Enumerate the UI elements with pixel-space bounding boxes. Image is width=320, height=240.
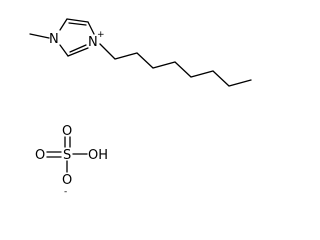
atom-o-top: O bbox=[62, 124, 72, 139]
structure-canvas: N N + O O S OH O - bbox=[29, 18, 252, 197]
ring-bond-c4-n3 bbox=[87, 21, 95, 35]
ring-bond-c5-c4 bbox=[66, 18, 89, 23]
hydrogen-sulfate-bonds bbox=[46, 136, 88, 173]
atom-s: S bbox=[63, 148, 71, 163]
ring-bond-n1-c2 bbox=[59, 44, 69, 57]
structure-drawing: N N + O O S OH O - bbox=[29, 18, 252, 197]
atom-n-methyl: N bbox=[49, 32, 59, 47]
positive-charge: + bbox=[97, 30, 105, 40]
ring-bond-c5-c4-double bbox=[68, 22, 87, 26]
atom-oh: OH bbox=[88, 148, 108, 163]
atom-o-minus: O bbox=[62, 173, 72, 188]
ring-bond-n1-c5 bbox=[59, 18, 68, 31]
methyl-bond bbox=[29, 33, 50, 39]
ring-bond-c2-n3 bbox=[67, 47, 89, 57]
imidazolium-ring bbox=[29, 18, 95, 57]
negative-charge: - bbox=[64, 187, 67, 197]
atom-o-left: O bbox=[35, 148, 45, 163]
atom-n-plus: N bbox=[88, 35, 98, 50]
octyl-chain bbox=[99, 43, 252, 87]
ring-bond-c2-n3-double bbox=[69, 44, 87, 53]
